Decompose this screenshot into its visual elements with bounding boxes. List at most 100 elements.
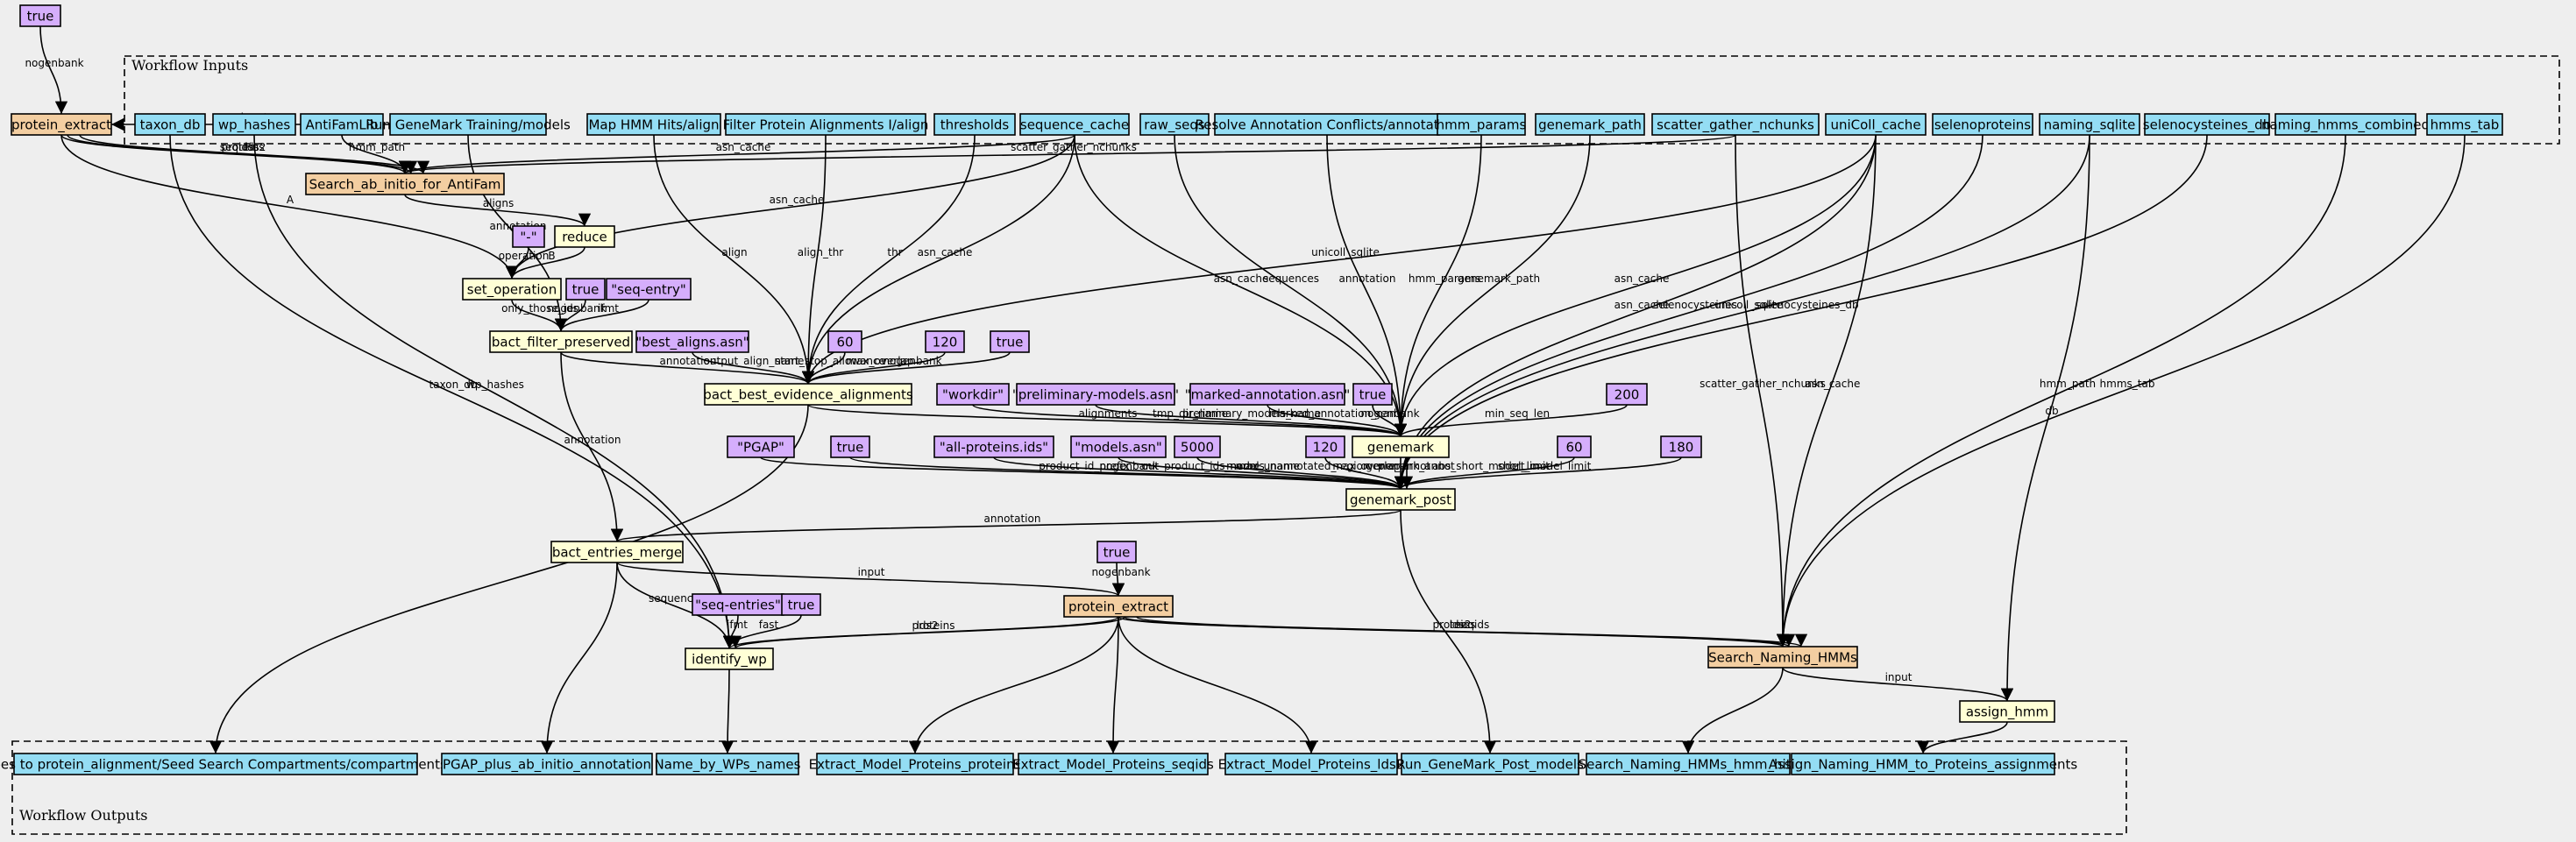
node-out_emp_seqids[interactable]: Extract_Model_Proteins_seqids: [1012, 753, 1214, 775]
node-c_models[interactable]: "models.asn": [1070, 435, 1167, 458]
node-box[interactable]: [685, 647, 774, 670]
node-in_taxon_db[interactable]: taxon_db: [134, 113, 206, 136]
node-in_resolve[interactable]: Resolve Annotation Conflicts/annotation: [1196, 113, 1459, 136]
node-box[interactable]: [727, 435, 795, 458]
node-box[interactable]: [554, 225, 615, 248]
node-box[interactable]: [1932, 113, 2033, 136]
node-out_goes[interactable]: goes to protein_alignment/Seed Search Co…: [0, 753, 447, 775]
node-in_naming_sqlite[interactable]: naming_sqlite: [2039, 113, 2140, 136]
node-search_antifam[interactable]: Search_ab_initio_for_AntiFam: [305, 173, 505, 195]
node-box[interactable]: [933, 113, 1016, 136]
node-c_true_gp[interactable]: true: [830, 435, 870, 458]
node-box[interactable]: [635, 330, 749, 353]
node-c_true_bfp[interactable]: true: [565, 278, 606, 301]
node-box[interactable]: [1070, 435, 1167, 458]
node-box[interactable]: [1224, 753, 1398, 775]
node-box[interactable]: [2039, 113, 2140, 136]
node-box[interactable]: [704, 383, 912, 406]
node-c_workdir[interactable]: "workdir": [936, 383, 1010, 406]
node-c_120b[interactable]: 120: [1305, 435, 1345, 458]
node-box[interactable]: [933, 435, 1054, 458]
node-box[interactable]: [586, 113, 721, 136]
node-c_5000[interactable]: 5000: [1174, 435, 1221, 458]
node-c_seq_entries[interactable]: "seq-entries": [692, 593, 784, 616]
node-c_prelim[interactable]: "preliminary-models.asn": [1012, 383, 1179, 406]
node-c_seq_entry[interactable]: "seq-entry": [606, 278, 692, 301]
node-in_naming_hmms[interactable]: naming_hmms_combined: [2261, 113, 2430, 136]
node-box[interactable]: [816, 753, 1014, 775]
node-box[interactable]: [1535, 113, 1645, 136]
node-box[interactable]: [1189, 383, 1345, 406]
node-box[interactable]: [656, 753, 799, 775]
node-box[interactable]: [1651, 113, 1820, 136]
node-box[interactable]: [925, 330, 965, 353]
node-c_60b[interactable]: 60: [1557, 435, 1592, 458]
node-box[interactable]: [2274, 113, 2416, 136]
node-box[interactable]: [305, 173, 505, 195]
node-box[interactable]: [11, 113, 112, 136]
node-in_selenocysteines_db[interactable]: selenocysteines_db: [2143, 113, 2271, 136]
node-box[interactable]: [725, 113, 926, 136]
node-c_true_bbea[interactable]: true: [990, 330, 1030, 353]
node-box[interactable]: [1016, 383, 1175, 406]
node-out_emp_proteins[interactable]: Extract_Model_Proteins_proteins: [809, 753, 1022, 775]
node-box[interactable]: [1352, 383, 1393, 406]
node-box[interactable]: [1959, 700, 2055, 723]
node-box[interactable]: [1096, 541, 1137, 563]
node-c_marked[interactable]: "marked-annotation.asn": [1185, 383, 1351, 406]
node-box[interactable]: [13, 753, 418, 775]
node-box[interactable]: [1345, 488, 1456, 511]
node-c_pgap[interactable]: "PGAP": [727, 435, 795, 458]
node-box[interactable]: [489, 330, 633, 353]
node-in_wp_hashes[interactable]: wp_hashes: [212, 113, 296, 136]
node-box[interactable]: [134, 113, 206, 136]
node-protein_extract_mid[interactable]: protein_extract: [1063, 595, 1174, 618]
node-in_run_genemark[interactable]: Run GeneMark Training/models: [365, 113, 571, 136]
node-box[interactable]: [565, 278, 606, 301]
node-in_raw_seqs[interactable]: raw_seqs: [1139, 113, 1210, 136]
node-box[interactable]: [1791, 753, 2055, 775]
node-in_scatter[interactable]: scatter_gather_nchunks: [1651, 113, 1820, 136]
node-genemark_post[interactable]: genemark_post: [1345, 488, 1456, 511]
node-in_hmms_tab[interactable]: hmms_tab: [2426, 113, 2503, 136]
node-box[interactable]: [1437, 113, 1526, 136]
node-in_filter_protein[interactable]: Filter Protein Alignments I/align: [723, 113, 929, 136]
node-box[interactable]: [212, 113, 296, 136]
node-in_map_hmm[interactable]: Map HMM Hits/align: [586, 113, 721, 136]
node-box[interactable]: [1063, 595, 1174, 618]
node-in_genemark_path[interactable]: genemark_path: [1535, 113, 1645, 136]
node-box[interactable]: [606, 278, 692, 301]
node-box[interactable]: [1606, 383, 1648, 406]
node-box[interactable]: [1139, 113, 1210, 136]
node-box[interactable]: [1825, 113, 1927, 136]
node-box[interactable]: [990, 330, 1030, 353]
node-c_true_pe2[interactable]: true: [1096, 541, 1137, 563]
node-reduce[interactable]: reduce: [554, 225, 615, 248]
node-out_assign[interactable]: Assign_Naming_HMM_to_Proteins_assignment…: [1769, 753, 2078, 775]
node-box[interactable]: [1660, 435, 1702, 458]
node-c_dash[interactable]: "-": [512, 225, 545, 248]
node-box[interactable]: [1557, 435, 1592, 458]
node-box[interactable]: [2426, 113, 2503, 136]
node-protein_extract_top[interactable]: protein_extract: [11, 113, 112, 136]
node-c_180[interactable]: 180: [1660, 435, 1702, 458]
node-in_hmm_params[interactable]: hmm_params: [1437, 113, 1527, 136]
node-bact_best[interactable]: bact_best_evidence_alignments: [703, 383, 913, 406]
node-box[interactable]: [462, 278, 562, 301]
node-box[interactable]: [1018, 753, 1209, 775]
node-bact_filter_preserved[interactable]: bact_filter_preserved: [489, 330, 633, 353]
node-c_allprot[interactable]: "all-proteins.ids": [933, 435, 1054, 458]
node-search_naming[interactable]: Search_Naming_HMMs: [1707, 646, 1858, 669]
node-assign_hmm[interactable]: assign_hmm: [1959, 700, 2055, 723]
node-c_200[interactable]: 200: [1606, 383, 1648, 406]
node-box[interactable]: [512, 225, 545, 248]
node-c_120a[interactable]: 120: [925, 330, 965, 353]
node-c_true_iw[interactable]: true: [781, 593, 821, 616]
node-box[interactable]: [389, 113, 547, 136]
node-in_antifamlib[interactable]: AntiFamLib: [300, 113, 384, 136]
node-identify_wp[interactable]: identify_wp: [685, 647, 774, 670]
node-out_name_by_wp[interactable]: Name_by_WPs_names: [655, 753, 801, 775]
node-c_true_gm[interactable]: true: [1352, 383, 1393, 406]
node-box[interactable]: [1586, 753, 1791, 775]
node-out_emp_lds2[interactable]: Extract_Model_Proteins_lds2: [1218, 753, 1405, 775]
